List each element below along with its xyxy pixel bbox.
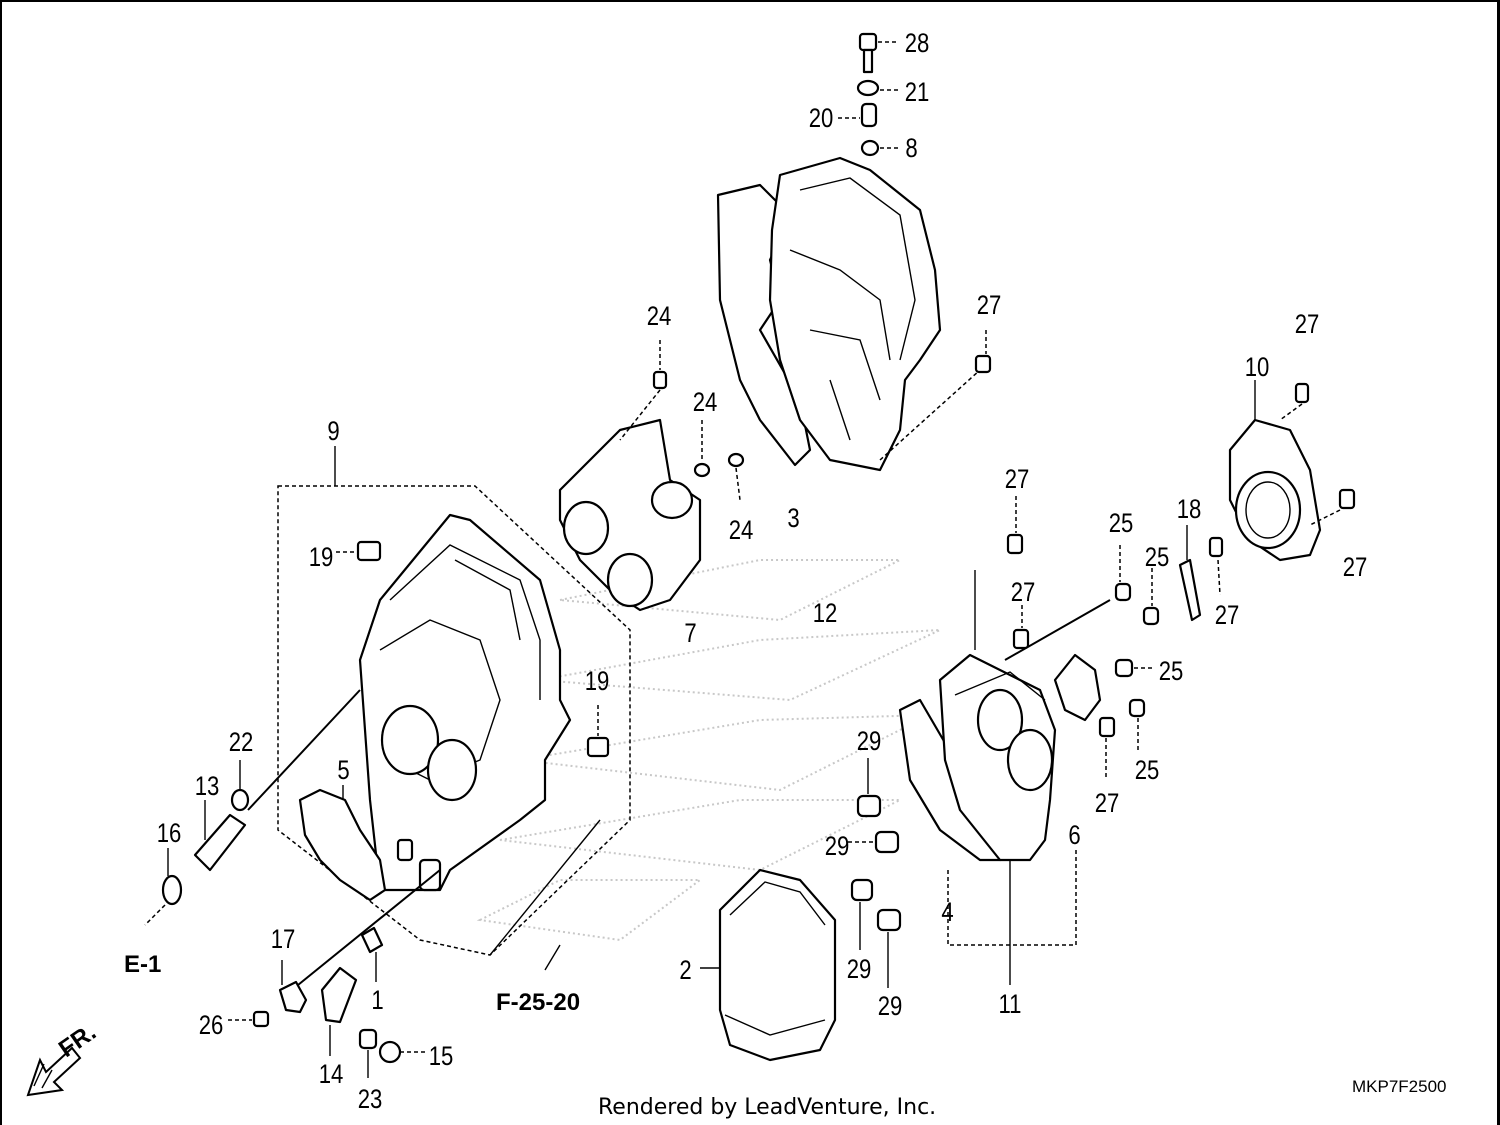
callout-1: 1 [371, 986, 383, 1016]
grommet-19-lower [586, 705, 610, 758]
callout-24: 24 [647, 302, 672, 332]
grommet-19-upper [336, 540, 382, 562]
callout-3: 3 [787, 504, 799, 534]
callout-5: 5 [337, 756, 349, 786]
callout-8: 8 [905, 134, 917, 164]
callout-29: 29 [857, 727, 882, 757]
figure-code: MKP7F2500 [1352, 1077, 1447, 1096]
callout-29: 29 [878, 992, 903, 1022]
reference-labels: E-1 F-25-20 FR. [54, 951, 580, 1063]
lower-left-small-parts [228, 869, 441, 1078]
callout-9: 9 [327, 417, 339, 447]
callout-27: 27 [1295, 310, 1320, 340]
ref-f2520: F-25-20 [496, 989, 580, 1016]
callout-25: 25 [1109, 509, 1134, 539]
callout-24: 24 [729, 516, 754, 546]
callout-24: 24 [693, 388, 718, 418]
f2520-pointer [489, 819, 601, 971]
air-cleaner-case [358, 513, 572, 892]
ref-e1: E-1 [124, 951, 161, 978]
callout-4: 4 [941, 898, 953, 928]
callout-14: 14 [319, 1060, 344, 1090]
intake-duct [558, 340, 745, 612]
right-bolts [1006, 496, 1160, 780]
callout-11: 11 [999, 990, 1022, 1020]
callout-27: 27 [1343, 553, 1368, 583]
callout-2: 2 [679, 956, 691, 986]
front-arrow-icon [26, 1046, 82, 1097]
callout-27: 27 [1011, 578, 1036, 608]
callout-labels: 28 21 20 8 27 27 10 24 24 24 9 3 19 7 12… [157, 29, 1368, 1115]
callout-27: 27 [1095, 789, 1120, 819]
callout-10: 10 [1245, 353, 1270, 383]
callout-7: 7 [684, 619, 696, 649]
drain-assembly [144, 689, 361, 926]
upper-cover [716, 156, 981, 472]
callout-20: 20 [809, 104, 834, 134]
lower-housing [898, 570, 1111, 985]
callout-29: 29 [825, 832, 850, 862]
callout-27: 27 [977, 291, 1002, 321]
callout-6: 6 [1068, 821, 1080, 851]
watermark [476, 559, 941, 942]
callout-27: 27 [1005, 465, 1030, 495]
collars-29 [848, 758, 902, 988]
callout-23: 23 [358, 1085, 383, 1115]
bolt-27-upper [974, 330, 992, 374]
callout-25: 25 [1159, 657, 1184, 687]
bracket-18 [1178, 525, 1224, 622]
callout-12: 12 [813, 599, 838, 629]
callout-13: 13 [195, 772, 220, 802]
callout-18: 18 [1177, 495, 1202, 525]
callout-15: 15 [429, 1042, 454, 1072]
intake-funnel [1228, 380, 1356, 562]
case-group-outline [277, 446, 631, 956]
callout-26: 26 [199, 1011, 224, 1041]
callout-19: 19 [585, 667, 610, 697]
credit-text: Rendered by LeadVenture, Inc. [598, 1095, 936, 1120]
callout-21: 21 [905, 78, 930, 108]
callout-29: 29 [847, 955, 872, 985]
callout-17: 17 [271, 925, 296, 955]
callout-19: 19 [309, 543, 334, 573]
callout-22: 22 [229, 728, 254, 758]
callout-25: 25 [1135, 756, 1160, 786]
callout-27: 27 [1215, 601, 1240, 631]
callout-25: 25 [1145, 543, 1170, 573]
bolt-stack [838, 32, 898, 157]
callout-16: 16 [157, 819, 182, 849]
gasket-5 [298, 785, 387, 902]
air-filter-element [700, 868, 837, 1062]
callout-28: 28 [905, 29, 930, 59]
front-label: FR. [54, 1019, 101, 1063]
